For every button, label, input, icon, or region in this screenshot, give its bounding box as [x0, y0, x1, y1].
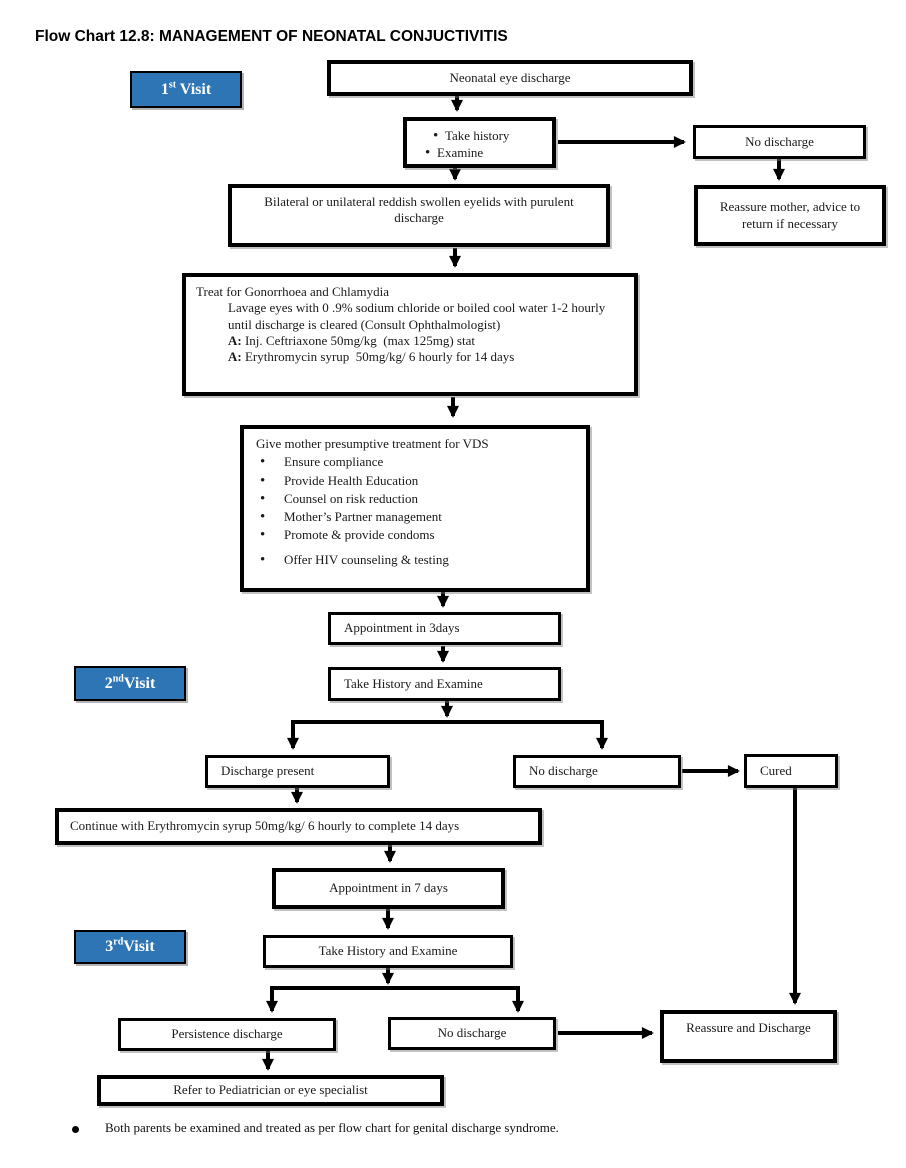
node-take-history-examine-3: Take History and Examine — [263, 935, 513, 968]
node-cured: Cured — [744, 754, 838, 788]
node-treat-gonorrhoea-chlamydia: Treat for Gonorrhoea and Chlamydia Lavag… — [182, 273, 638, 396]
visit-3-label: 3rdVisit — [105, 936, 155, 955]
node-appointment-3-days: Appointment in 3days — [328, 612, 561, 645]
node-mother-vds-treatment: Give mother presumptive treatment for VD… — [240, 425, 590, 592]
node-take-history-examine-2: Take History and Examine — [328, 667, 561, 701]
node-reassure-and-discharge: Reassure and Discharge — [660, 1010, 837, 1063]
treat-lavage: Lavage eyes with 0 .9% sodium chloride o… — [228, 300, 606, 332]
treat-heading: Treat for Gonorrhoea and Chlamydia — [196, 284, 390, 299]
node-persistence-discharge: Persistence discharge — [118, 1018, 336, 1051]
visit-3-badge: 3rdVisit — [74, 930, 186, 964]
node-bilateral-swollen-eyelids: Bilateral or unilateral reddish swollen … — [228, 184, 610, 247]
visit-2-badge: 2ndVisit — [74, 666, 186, 701]
bullet-examine: Examine — [425, 144, 546, 163]
vds-heading: Give mother presumptive treatment for VD… — [256, 436, 489, 451]
footnote: Both parents be examined and treated as … — [72, 1120, 832, 1136]
node-no-discharge-2: No discharge — [513, 755, 681, 788]
node-neonatal-eye-discharge: Neonatal eye discharge — [327, 60, 693, 96]
page-title: Flow Chart 12.8: MANAGEMENT OF NEONATAL … — [35, 28, 508, 45]
visit-1-label: 1st Visit — [160, 79, 212, 98]
visit-1-badge: 1st Visit — [130, 71, 242, 108]
vds-bullet-risk-reduction: Counsel on risk reduction — [256, 490, 576, 509]
node-no-discharge-1: No discharge — [693, 125, 866, 159]
node-continue-erythromycin: Continue with Erythromycin syrup 50mg/kg… — [55, 808, 542, 845]
node-reassure-mother: Reassure mother, advice to return if nec… — [694, 185, 886, 246]
node-no-discharge-3: No discharge — [388, 1017, 556, 1050]
node-appointment-7-days: Appointment in 7 days — [272, 868, 505, 909]
vds-bullet-health-education: Provide Health Education — [256, 471, 576, 490]
treat-details: Lavage eyes with 0 .9% sodium chloride o… — [196, 300, 624, 365]
bullet-take-history: Take history — [433, 127, 546, 146]
visit-2-label: 2ndVisit — [104, 673, 156, 692]
vds-bullet-condoms: Promote & provide condoms — [256, 526, 576, 545]
treat-erythromycin: A: Erythromycin syrup 50mg/kg/ 6 hourly … — [228, 349, 515, 364]
node-refer-pediatrician: Refer to Pediatrician or eye specialist — [97, 1075, 444, 1106]
footnote-text: Both parents be examined and treated as … — [105, 1120, 559, 1135]
vds-bullet-hiv-counseling: Offer HIV counseling & testing — [256, 550, 576, 569]
treat-ceftriaxone: A: Inj. Ceftriaxone 50mg/kg (max 125mg) … — [228, 332, 475, 348]
footnote-bullet-icon — [72, 1126, 79, 1133]
node-take-history-examine-1: Take history Examine — [403, 117, 556, 168]
vds-bullet-compliance: Ensure compliance — [256, 453, 576, 472]
vds-bullet-partner-management: Mother’s Partner management — [256, 508, 576, 527]
node-discharge-present: Discharge present — [205, 755, 390, 788]
